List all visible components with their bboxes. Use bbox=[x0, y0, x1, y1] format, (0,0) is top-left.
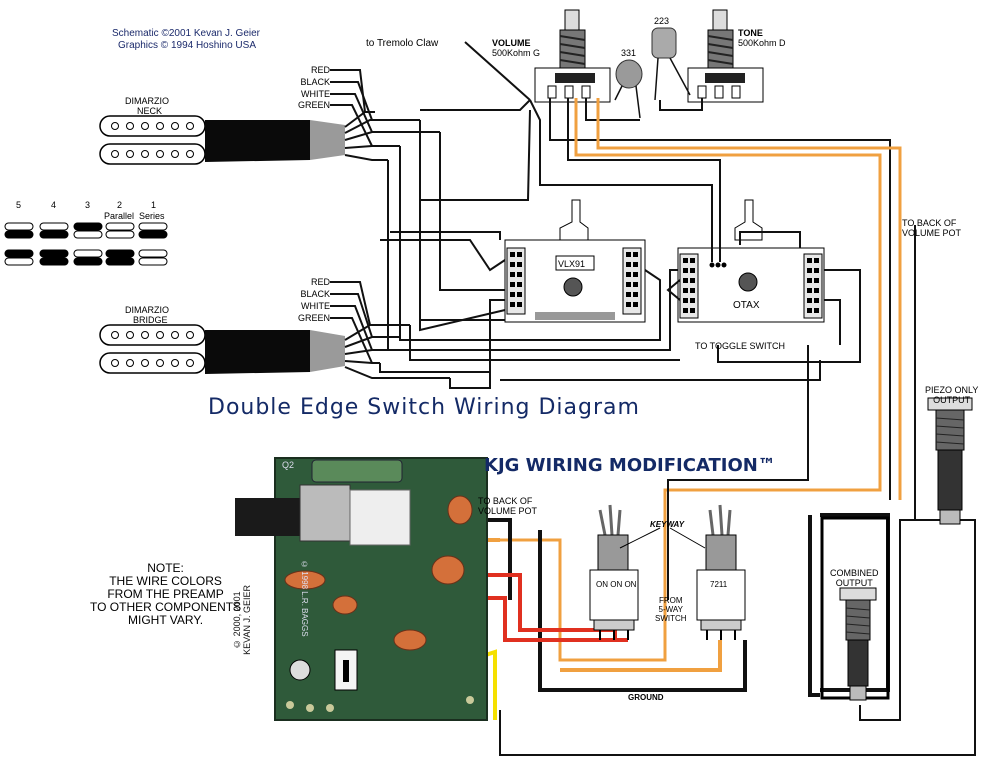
kjg-title: KJG WIRING MODIFICATION™ bbox=[484, 455, 776, 476]
keyway-label: KEYWAY bbox=[650, 520, 685, 529]
credit-line-1: Schematic ©2001 Kevan J. Geier bbox=[112, 28, 260, 39]
series-label: Series bbox=[139, 211, 165, 221]
ground-label: GROUND bbox=[628, 693, 664, 702]
volume-label: VOLUME bbox=[492, 38, 531, 48]
neck-wire-black: BLACK bbox=[300, 77, 330, 87]
piezo-output-label: PIEZO ONLY OUTPUT bbox=[925, 385, 979, 405]
back-of-pot-board: TO BACK OF VOLUME POT bbox=[478, 496, 538, 516]
position-4: 4 bbox=[51, 200, 57, 210]
orange-wire bbox=[500, 98, 902, 662]
bridge-wire-white: WHITE bbox=[301, 301, 330, 311]
switch-otax bbox=[677, 199, 825, 323]
bridge-name: BRIDGE bbox=[133, 315, 168, 325]
credit-line-2: Graphics © 1994 Hoshino USA bbox=[118, 40, 256, 51]
five-way-label: FROM 5-WAY SWITCH bbox=[655, 596, 687, 623]
bridge-brand: DIMARZIO bbox=[125, 305, 169, 315]
neck-wire-red: RED bbox=[310, 65, 330, 75]
preamp-board bbox=[235, 457, 488, 721]
bridge-pickup bbox=[99, 324, 345, 374]
position-1: 1 bbox=[151, 200, 157, 210]
capacitor-331-label: 331 bbox=[621, 48, 637, 58]
bridge-wire-green: GREEN bbox=[297, 313, 330, 323]
tone-label: TONE bbox=[738, 28, 763, 38]
main-title: Double Edge Switch Wiring Diagram bbox=[208, 395, 640, 420]
tone-value: 500Kohm D bbox=[738, 38, 786, 48]
bridge-wire-red: RED bbox=[310, 277, 330, 287]
bridge-wires bbox=[330, 281, 450, 379]
combined-output-label: COMBINED OUTPUT bbox=[830, 568, 879, 588]
switch-otax-label: OTAX bbox=[733, 300, 760, 311]
capacitor-223 bbox=[651, 27, 691, 101]
toggle-switch-label: TO TOGGLE SWITCH bbox=[695, 341, 786, 351]
board-copyright: © 2000, 2001 KEVAN J. GEIER bbox=[232, 585, 252, 655]
neck-wire-white: WHITE bbox=[301, 89, 330, 99]
neck-pickup bbox=[99, 115, 345, 165]
switch-vlx91-label: VLX91 bbox=[558, 259, 586, 269]
neck-brand: DIMARZIO bbox=[125, 96, 169, 106]
position-icons bbox=[4, 222, 168, 266]
note-text: NOTE: THE WIRE COLORS FROM THE PREAMP TO… bbox=[90, 561, 242, 627]
position-5: 5 bbox=[16, 200, 22, 210]
toggle-left-label: ON ON ON bbox=[596, 580, 637, 589]
tremolo-label: to Tremolo Claw bbox=[366, 38, 439, 49]
volume-value: 500Kohm G bbox=[492, 48, 541, 58]
position-3: 3 bbox=[85, 200, 91, 210]
switch-vlx91 bbox=[504, 199, 646, 323]
lower-wiring bbox=[499, 225, 976, 756]
board-q2: Q2 bbox=[282, 460, 295, 470]
piezo-jack bbox=[927, 397, 973, 525]
bridge-wire-black: BLACK bbox=[300, 289, 330, 299]
keyway-arrows bbox=[619, 527, 706, 549]
position-2: 2 bbox=[117, 200, 123, 210]
tone-pot bbox=[687, 9, 764, 103]
toggle-right bbox=[696, 504, 746, 640]
volume-pot bbox=[534, 9, 611, 103]
capacitor-223-label: 223 bbox=[654, 16, 670, 26]
neck-name: NECK bbox=[137, 106, 163, 116]
capacitor-331 bbox=[614, 59, 643, 119]
neck-wires bbox=[330, 69, 440, 161]
board-baggs-text: © 1998 L.R. BAGGS bbox=[300, 560, 309, 637]
neck-wire-green: GREEN bbox=[297, 100, 330, 110]
back-of-pot-right: TO BACK OF VOLUME POT bbox=[902, 218, 962, 238]
parallel-label: Parallel bbox=[104, 211, 135, 221]
combined-jack bbox=[820, 516, 890, 701]
upper-wiring bbox=[379, 41, 891, 500]
toggle-right-label: 7211 bbox=[710, 580, 728, 589]
toggle-left bbox=[589, 504, 639, 640]
